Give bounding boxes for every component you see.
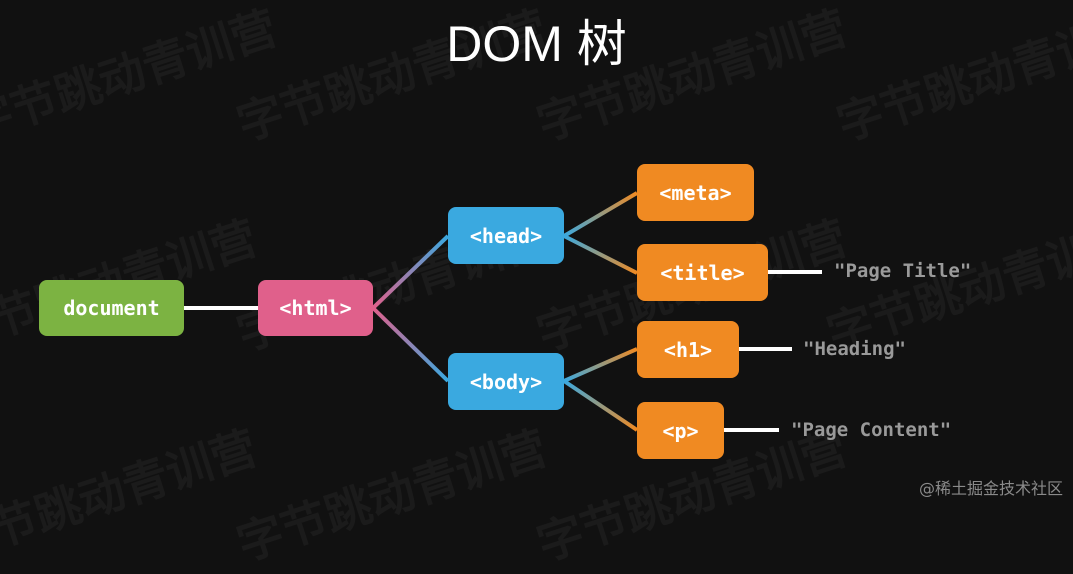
node-meta: <meta>: [637, 164, 754, 221]
link-head-meta: [562, 191, 639, 238]
link-html-body: [371, 306, 450, 383]
node-html: <html>: [258, 280, 373, 336]
link-head-title: [563, 234, 638, 275]
link-html-head: [371, 234, 450, 310]
node-body: <body>: [448, 353, 564, 410]
node-head: <head>: [448, 207, 564, 264]
page-title: DOM 树: [446, 16, 627, 72]
node-h1: <h1>: [637, 321, 739, 378]
node-document: document: [39, 280, 184, 336]
link-body-p: [562, 379, 639, 432]
node-title: <title>: [637, 244, 768, 301]
text-heading: "Heading": [803, 338, 906, 360]
text-page-title: "Page Title": [834, 260, 972, 282]
text-page-content: "Page Content": [791, 419, 952, 441]
source-credit: @稀土掘金技术社区: [918, 479, 1063, 498]
link-body-h1: [563, 347, 638, 383]
node-p: <p>: [637, 402, 724, 459]
tree-links: [184, 191, 822, 432]
